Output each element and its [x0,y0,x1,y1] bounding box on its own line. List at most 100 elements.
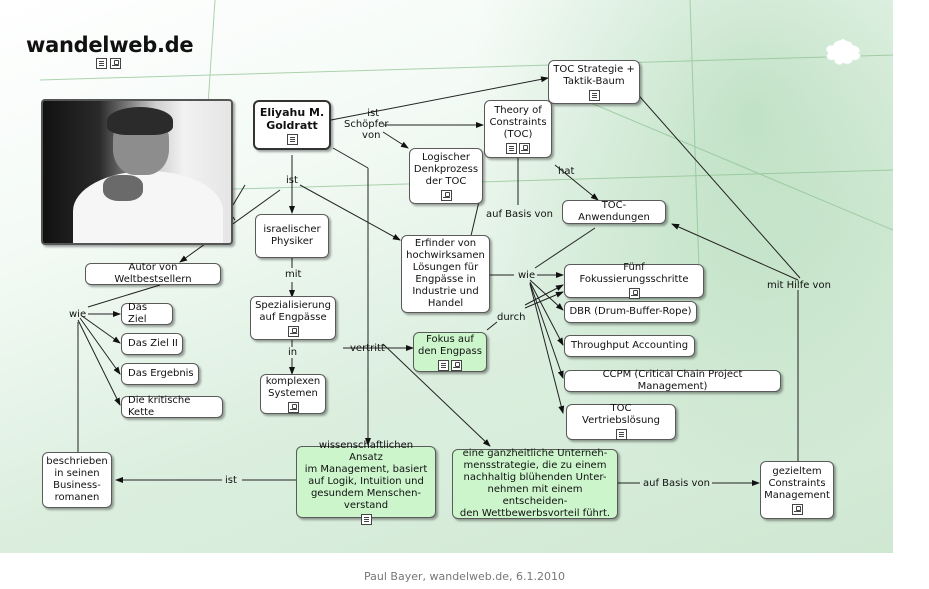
node-das-ziel-2[interactable]: Das Ziel II [121,333,183,355]
node-label: Erfinder von [414,238,477,249]
node-wissenschaftlicher-ansatz[interactable]: wissenschaftlichen Ansatz im Management,… [296,440,436,525]
node-label: Management [764,489,830,501]
site-title-icons[interactable] [96,58,121,69]
node-label: CCPM (Critical Chain Project Management) [602,369,743,392]
node-goldratt[interactable]: Eliyahu M. Goldratt [253,100,331,150]
node-israelischer-physiker[interactable]: israelischer Physiker [255,214,329,258]
node-toc-strategie[interactable]: TOC Strategie + Taktik-Baum [548,60,640,104]
document-icon[interactable] [615,429,627,440]
link-label-wie-buecher: wie [69,309,87,320]
link-label-line: von [362,130,381,141]
fractal-icon [825,37,861,66]
node-beschrieben[interactable]: beschrieben in seinen Business- romanen [42,452,112,508]
node-label: Systemen [268,387,318,399]
node-label: den Wettbewerbsvorteil führt. [459,508,611,519]
node-label: Engpässe in [415,274,476,285]
node-label: Lösungen für [412,262,479,273]
link-label-auf-basis-von: auf Basis von [486,209,553,220]
node-label: Eliyahu M. [259,105,325,119]
document-icon[interactable] [438,359,449,371]
node-label: (TOC) [503,128,533,140]
link-label-wie: wie [518,270,536,281]
node-label: Theory of [494,104,542,116]
node-label: Spezialisierung [255,299,331,311]
node-throughput-accounting[interactable]: Throughput Accounting [564,335,695,357]
node-label: gesundem Menschen- [310,487,422,499]
node-label: DBR (Drum-Buffer-Rope) [569,306,692,317]
node-label: TOC Strategie + [553,63,635,75]
node-erfinder[interactable]: Erfinder von hochwirksamen Lösungen für … [401,235,490,313]
document-icon[interactable] [588,89,600,101]
node-label: gezieltem [772,465,822,477]
node-label: Taktik-Baum [563,75,625,87]
node-komplexen-systemen[interactable]: komplexen Systemen [260,374,326,414]
node-label: Throughput Accounting [570,340,689,351]
node-label: Das Ziel [128,302,148,325]
concept-map-icon[interactable] [287,325,299,337]
node-label: nachhaltig blühenden Unter- [463,472,607,483]
node-label: in seinen [54,468,100,479]
concept-map-icon[interactable] [451,359,462,371]
node-theory-of-constraints[interactable]: Theory of Constraints (TOC) [484,100,552,158]
link-label-hat: hat [558,166,575,177]
node-label: romanen [54,492,100,503]
node-label: Constraints [489,116,547,128]
node-label: israelischer [263,224,321,235]
link-label-in: in [288,347,298,358]
node-label: Handel [427,298,464,309]
node-autor[interactable]: Autor von Weltbestsellern [85,262,221,285]
node-fokus-engpass[interactable]: Fokus auf den Engpass [413,332,487,372]
node-das-ziel[interactable]: Das Ziel [121,302,173,325]
footer-credit: Paul Bayer, wandelweb.de, 6.1.2010 [364,570,565,583]
link-label-auf-basis-von-2: auf Basis von [643,478,710,489]
node-toc-anwendungen[interactable]: TOC-Anwendungen [562,200,666,224]
node-label: Fokus auf [426,333,474,345]
concept-map-icon[interactable] [628,288,640,299]
node-label: Fünf Fokussierungsschritte [579,262,689,285]
node-label: wissenschaftlichen Ansatz [318,439,414,463]
node-label: Physiker [271,236,313,247]
node-label: Das Ziel II [128,338,178,349]
link-label-mit: mit [285,269,302,280]
link-label-ist-schoepfer: ist Schöpfer von [344,108,388,141]
node-label: Business- [53,480,101,491]
concept-map-icon[interactable] [287,401,299,413]
node-label: TOC Vertriebslösung [582,403,660,426]
link-label-ist: ist [286,175,298,186]
node-logischer-denkprozess[interactable]: Logischer Denkprozess der TOC [409,148,483,204]
node-label: Industrie und [412,286,479,297]
node-spezialisierung[interactable]: Spezialisierung auf Engpässe [250,296,336,340]
document-icon[interactable] [286,133,298,145]
link-label-vertritt: vertritt [350,343,385,354]
link-label-line: Schöpfer [344,119,389,130]
node-kritische-kette[interactable]: Die kritische Kette [121,395,223,418]
node-label: der TOC [425,175,467,187]
node-label: eine ganzheitliche Unterneh- [462,448,608,459]
node-label: komplexen [265,375,321,387]
node-label: auf Logik, Intuition und [308,475,424,487]
goldratt-photo [41,99,233,245]
node-label: auf Engpässe [259,311,327,323]
concept-map-icon[interactable] [519,142,530,154]
link-label-ist-beschrieben: ist [225,475,237,486]
node-das-ergebnis[interactable]: Das Ergebnis [121,363,199,385]
node-ccpm[interactable]: CCPM (Critical Chain Project Management) [564,369,781,392]
concept-map-icon[interactable] [110,58,121,69]
document-icon[interactable] [360,513,372,525]
node-label: im Management, basiert [304,463,428,475]
node-label: mensstrategie, die zu einem [463,460,607,471]
node-label: Die kritische Kette [128,395,191,418]
node-label: Das Ergebnis [128,368,194,379]
node-gezieltem-constraints-management[interactable]: gezieltem Constraints Management [760,461,834,519]
document-icon[interactable] [506,142,517,154]
node-label: den Engpass [418,345,482,357]
site-title[interactable]: wandelweb.de [26,33,194,57]
node-dbr[interactable]: DBR (Drum-Buffer-Rope) [564,301,697,323]
node-fuenf-fokussierungsschritte[interactable]: Fünf Fokussierungsschritte [564,262,704,299]
document-icon[interactable] [96,58,107,69]
node-toc-vertriebsloesung[interactable]: TOC Vertriebslösung [566,403,676,440]
node-label: TOC-Anwendungen [578,200,650,223]
node-ganzheitliche-strategie[interactable]: eine ganzheitliche Unterneh- mensstrateg… [452,448,618,519]
concept-map-icon[interactable] [791,503,803,515]
concept-map-icon[interactable] [440,189,452,201]
